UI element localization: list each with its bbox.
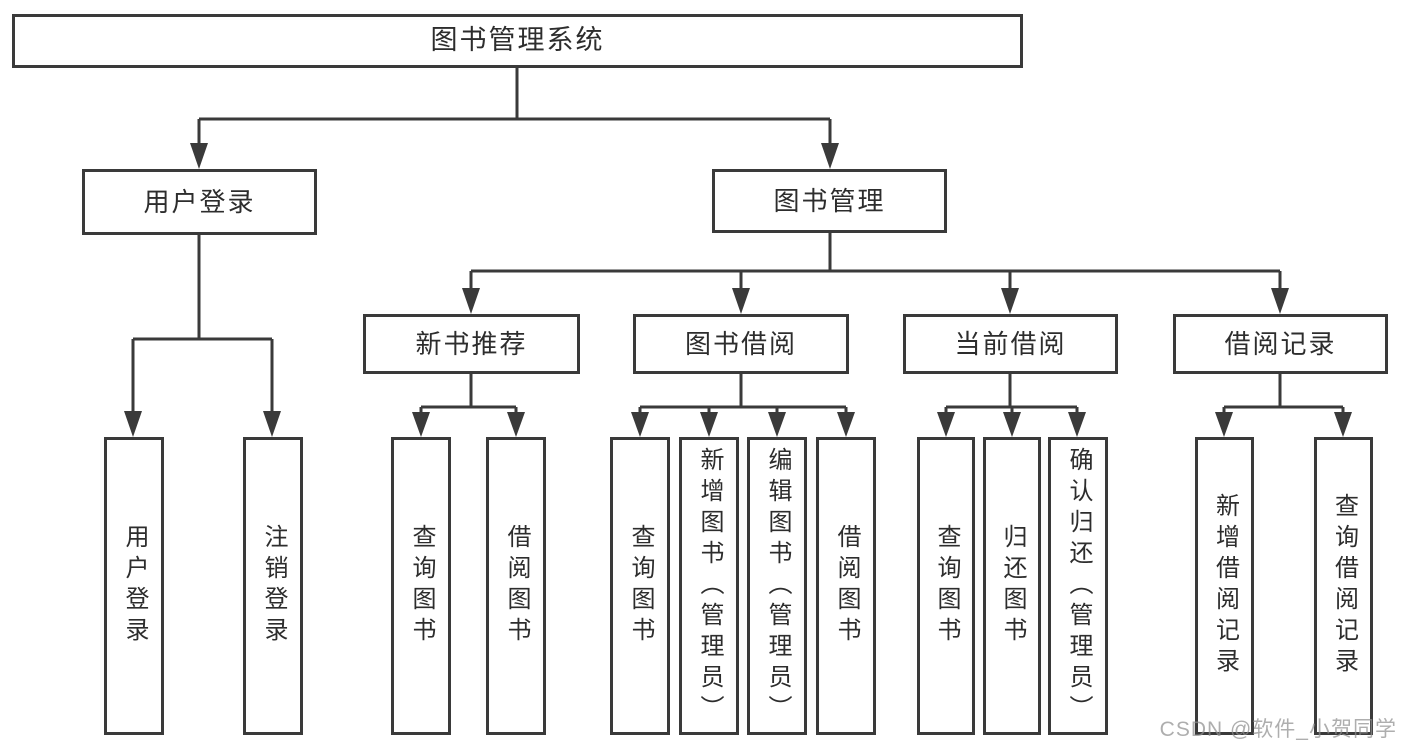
leaf-query-borrow-record: 查询借阅记录: [1314, 437, 1373, 735]
node-book-management: 图书管理: [712, 169, 947, 233]
leaf-add-borrow-record: 新增借阅记录: [1195, 437, 1254, 735]
node-borrow-records: 借阅记录: [1173, 314, 1388, 374]
leaf-return-books: 归还图书: [983, 437, 1041, 735]
leaf-confirm-return-admin: 确认归还（管理员）: [1048, 437, 1108, 735]
arrow-down-icons: [124, 143, 1352, 437]
leaf-edit-books-admin: 编辑图书（管理员）: [747, 437, 807, 735]
leaf-query-books-newbook: 查询图书: [391, 437, 451, 735]
leaf-user-login: 用户登录: [104, 437, 164, 735]
node-book-borrow: 图书借阅: [633, 314, 849, 374]
leaf-borrow-books: 借阅图书: [816, 437, 876, 735]
node-new-book-recommend: 新书推荐: [363, 314, 580, 374]
leaf-query-books-current: 查询图书: [917, 437, 975, 735]
node-current-borrow: 当前借阅: [903, 314, 1118, 374]
connector-lines: [131, 68, 1345, 415]
csdn-watermark: CSDN @软件_小贺同学: [1159, 718, 1397, 741]
leaf-query-books-borrow: 查询图书: [610, 437, 670, 735]
leaf-logout: 注销登录: [243, 437, 303, 735]
node-user-login: 用户登录: [82, 169, 317, 235]
leaf-add-books-admin: 新增图书（管理员）: [679, 437, 739, 735]
node-system-root: 图书管理系统: [12, 14, 1023, 68]
leaf-borrow-books-newbook: 借阅图书: [486, 437, 546, 735]
